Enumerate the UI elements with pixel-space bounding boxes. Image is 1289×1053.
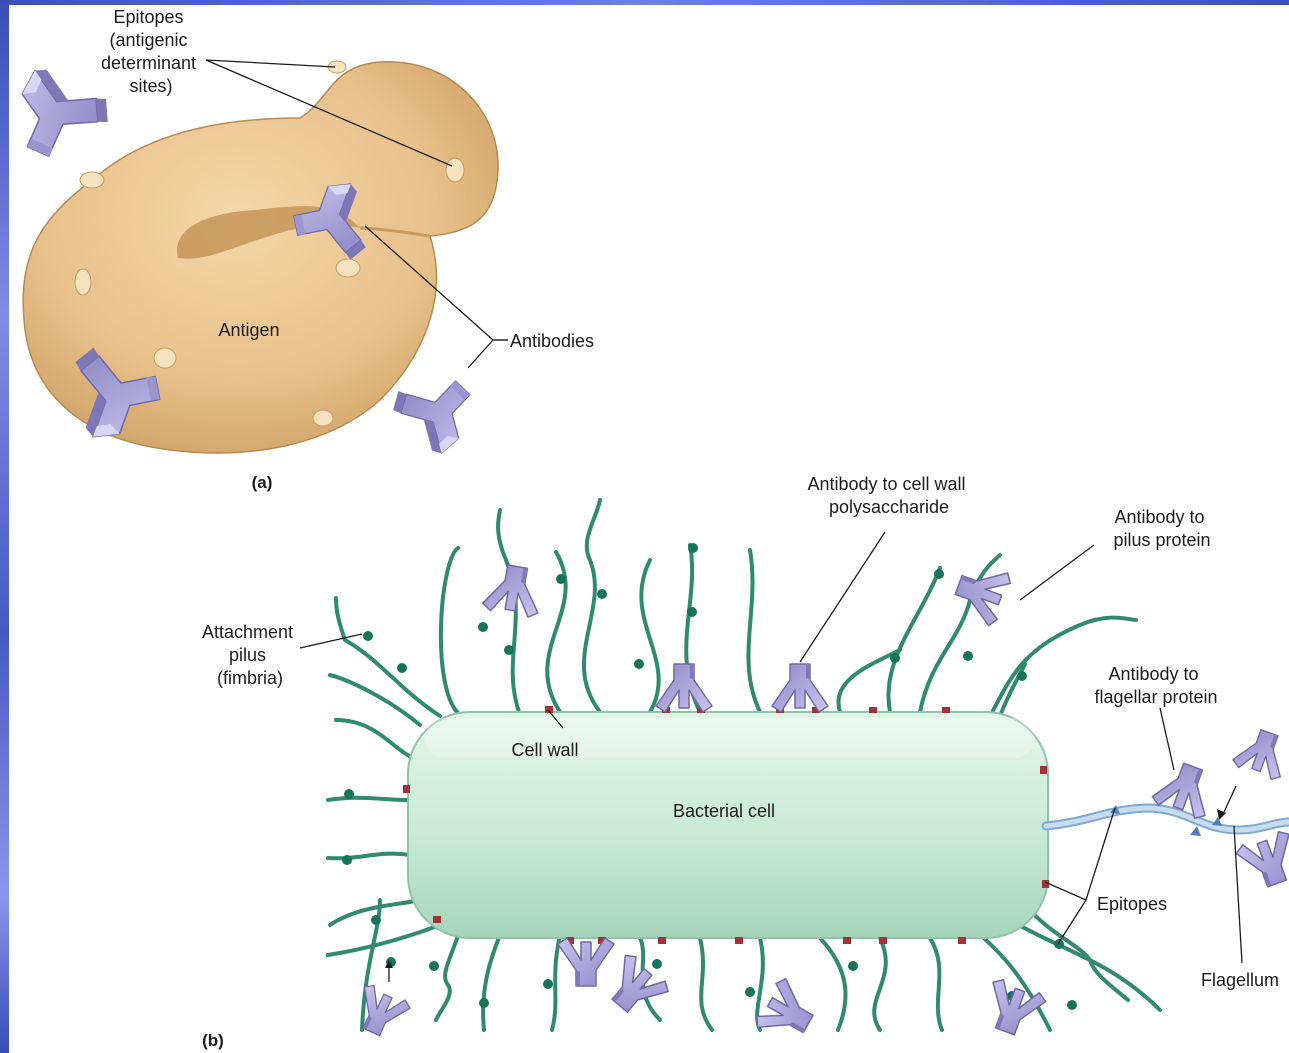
panel-b-label: (b) bbox=[202, 1031, 224, 1050]
antibody-flagellar-2 bbox=[1234, 829, 1289, 893]
antibody-a-4 bbox=[389, 373, 483, 462]
antibodies-label: Antibodies bbox=[510, 331, 594, 351]
flagellum bbox=[1046, 805, 1289, 836]
bacterial-cell-label: Bacterial cell bbox=[673, 801, 775, 821]
antibody-bottom-3 bbox=[753, 976, 823, 1048]
antibody-cell-wall-label: Antibody to cell wall polysaccharide bbox=[807, 474, 970, 517]
antibody-flagellar-free bbox=[1231, 724, 1289, 782]
epitopes-label-b: Epitopes bbox=[1097, 894, 1167, 914]
antibody-pilus-label: Antibody to pilus protein bbox=[1113, 507, 1210, 550]
antibody-free-left bbox=[348, 982, 412, 1042]
panel-a-label: (a) bbox=[252, 473, 273, 492]
antibody-a-1 bbox=[0, 46, 118, 168]
antibody-cell-wall-2 bbox=[772, 664, 828, 712]
antibody-pilus-top bbox=[482, 562, 545, 619]
flagellum-label: Flagellum bbox=[1201, 970, 1279, 990]
panel-a: Epitopes (antigenic determinant sites) A… bbox=[0, 7, 594, 492]
epitopes-label-a: Epitopes (antigenic determinant sites) bbox=[101, 7, 201, 96]
antibody-bottom-1 bbox=[558, 938, 614, 986]
antibody-pilus-right bbox=[949, 559, 1013, 628]
antibody-cell-wall-1 bbox=[656, 664, 712, 712]
antibody-flagellar-label: Antibody to flagellar protein bbox=[1094, 664, 1217, 707]
cell-wall-label: Cell wall bbox=[511, 740, 578, 760]
panel-b: Antibody to cell wall polysaccharide Ant… bbox=[202, 474, 1289, 1050]
antigen-label: Antigen bbox=[218, 320, 279, 340]
attachment-pilus-label: Attachment pilus (fimbria) bbox=[202, 622, 298, 688]
